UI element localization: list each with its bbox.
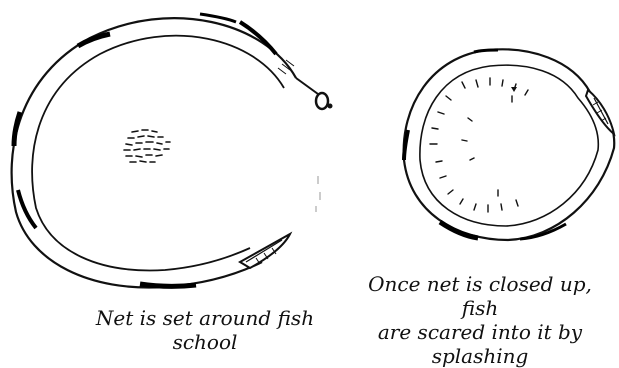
seine-boat-icon bbox=[586, 90, 614, 134]
open-net-caption: Net is set around fish school bbox=[80, 306, 330, 354]
net-shading bbox=[78, 34, 110, 46]
net-shading bbox=[440, 222, 478, 238]
gap-marks bbox=[316, 176, 320, 212]
net-shading bbox=[474, 50, 498, 52]
closed-net-caption: Once net is closed up, fish are scared i… bbox=[350, 272, 610, 368]
open-net-outer-edge bbox=[12, 18, 296, 287]
caption-line: Net is set around fish bbox=[80, 306, 330, 330]
closed-net-figure bbox=[404, 49, 615, 240]
skiff-icon bbox=[296, 78, 333, 109]
net-shading bbox=[140, 284, 196, 286]
purse-seine-diagram: Net is set around fish school Once net i… bbox=[0, 0, 619, 353]
net-shading bbox=[240, 22, 276, 54]
net-shading bbox=[14, 112, 20, 146]
splash-marks bbox=[430, 78, 528, 212]
caption-line: splashing bbox=[350, 344, 610, 368]
open-net-figure bbox=[12, 14, 333, 288]
closed-net-inner-edge bbox=[420, 65, 598, 226]
caption-line: are scared into it by bbox=[350, 320, 610, 344]
open-net-inner-edge bbox=[32, 36, 284, 271]
seine-boat-icon bbox=[240, 234, 290, 268]
caption-line: school bbox=[80, 330, 330, 354]
fish-school bbox=[124, 130, 170, 162]
caption-line: Once net is closed up, fish bbox=[350, 272, 610, 320]
